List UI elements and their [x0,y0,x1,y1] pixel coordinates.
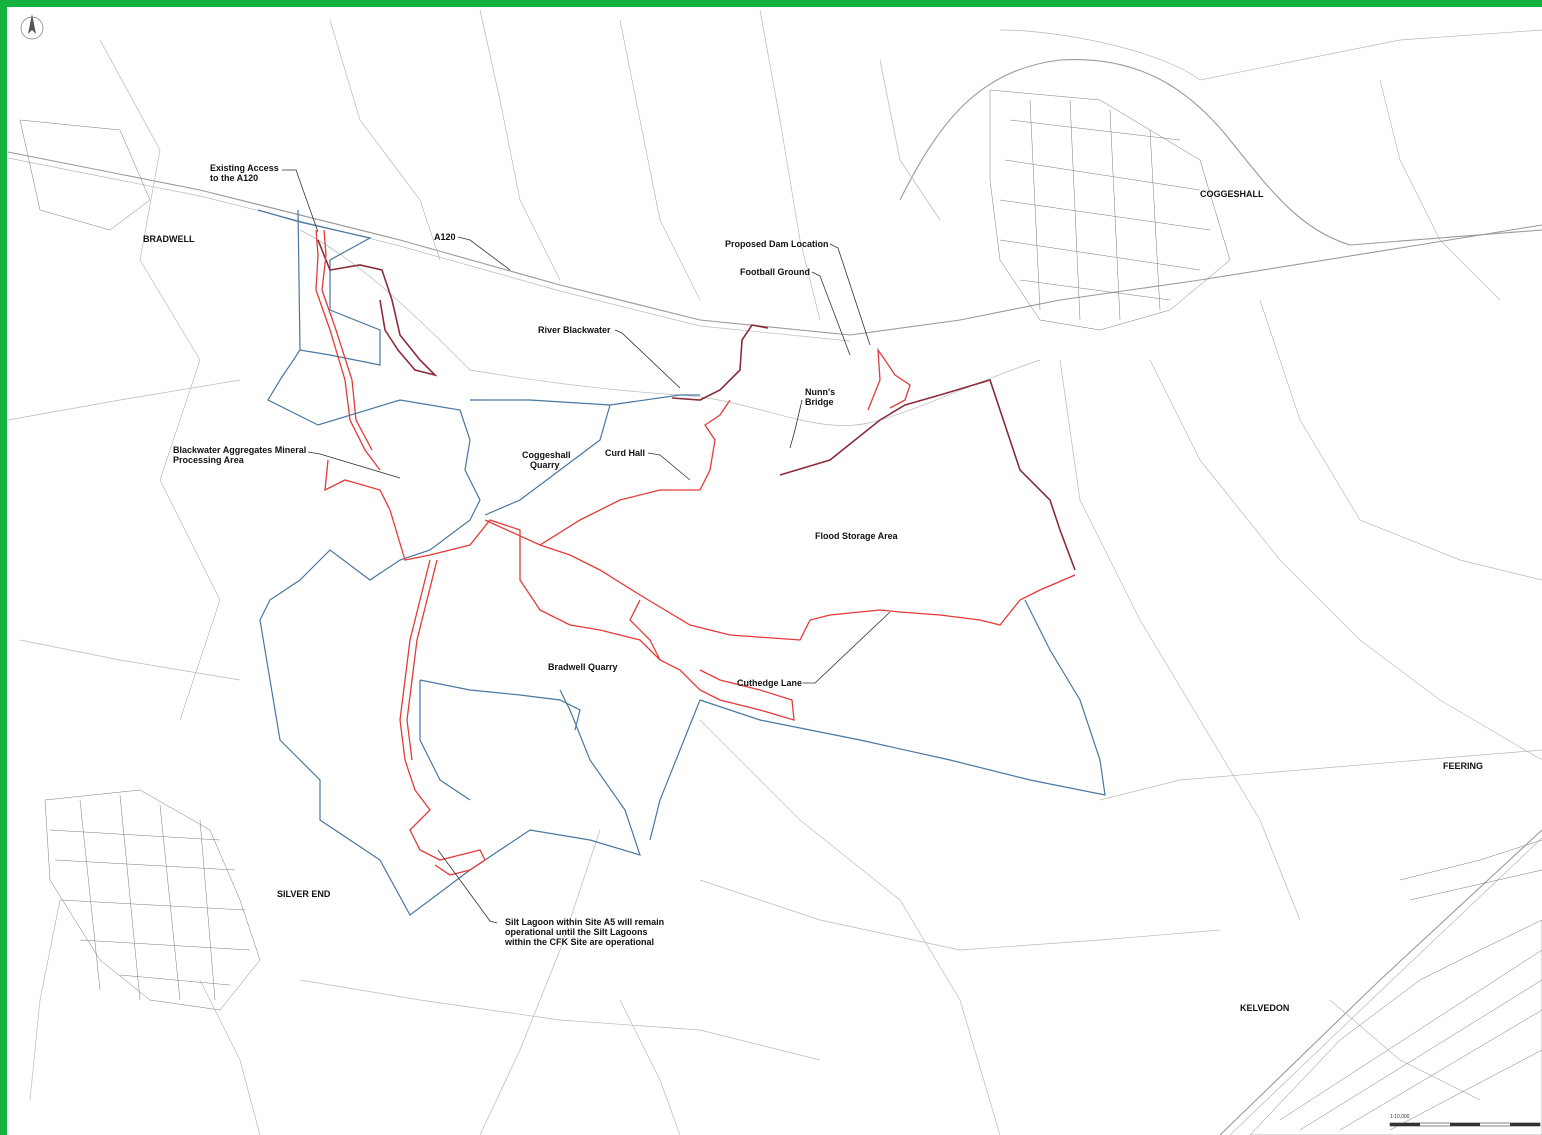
north-arrow-icon [20,14,44,40]
label-football-ground: Football Ground [740,267,810,277]
label-blackwater-aggregates-1: Blackwater Aggregates Mineral [173,445,306,455]
blue-boundary-coggeshall-quarry [484,404,611,516]
label-cuthedge-lane: Cuthedge Lane [737,678,802,688]
label-proposed-dam: Proposed Dam Location [725,239,829,249]
red-boundary-access [315,229,381,471]
label-river-blackwater: River Blackwater [538,325,611,335]
red-boundary-processing [324,459,795,721]
red-boundary-flood-storage [539,544,1076,641]
scale-bar: 1:10,000 [1389,1114,1541,1127]
label-curd-hall: Curd Hall [605,448,645,458]
label-silt-lagoon-1: Silt Lagoon within Site A5 will remain [505,917,664,927]
map-labels: Existing Access to the A120 A120 Propose… [173,163,899,947]
label-nunns-bridge-1: Nunn's [805,387,835,397]
label-blackwater-aggregates-2: Processing Area [173,455,245,465]
blue-boundary-inner [297,209,301,351]
label-bradwell-quarry: Bradwell Quarry [548,662,618,672]
label-a120: A120 [434,232,456,242]
label-silt-lagoon-3: within the CFK Site are operational [504,937,654,947]
label-silt-lagoon-2: operational until the Silt Lagoons [505,927,648,937]
label-nunns-bridge-2: Bridge [805,397,834,407]
site-boundaries [257,209,1106,916]
scale-text: 1:10,000 [1390,1114,1410,1120]
town-silver-end: SILVER END [277,889,331,899]
blue-boundary-east [699,599,1106,796]
town-kelvedon: KELVEDON [1240,1003,1289,1013]
town-coggeshall: COGGESHALL [1200,189,1264,199]
blue-boundary-west [257,209,641,916]
label-existing-access-2: to the A120 [210,173,258,183]
label-coggeshall-quarry-1: Coggeshall [522,450,571,460]
town-bradwell: BRADWELL [143,234,195,244]
red-boundary-dam [867,347,911,411]
town-labels: BRADWELL COGGESHALL SILVER END FEERING K… [143,189,1483,1013]
label-coggeshall-quarry-2: Quarry [530,460,560,470]
red-boundary-bradwell-quarry [399,559,486,876]
blue-boundary-quarry [470,394,700,406]
label-flood-storage: Flood Storage Area [815,531,899,541]
blue-boundary-south [649,699,701,841]
leader-lines [282,169,891,924]
label-existing-access-1: Existing Access [210,163,279,173]
dark-boundary-river [317,239,438,377]
urban-areas [19,89,1542,1135]
base-map-roads [7,9,1542,1135]
town-feering: FEERING [1443,761,1483,771]
